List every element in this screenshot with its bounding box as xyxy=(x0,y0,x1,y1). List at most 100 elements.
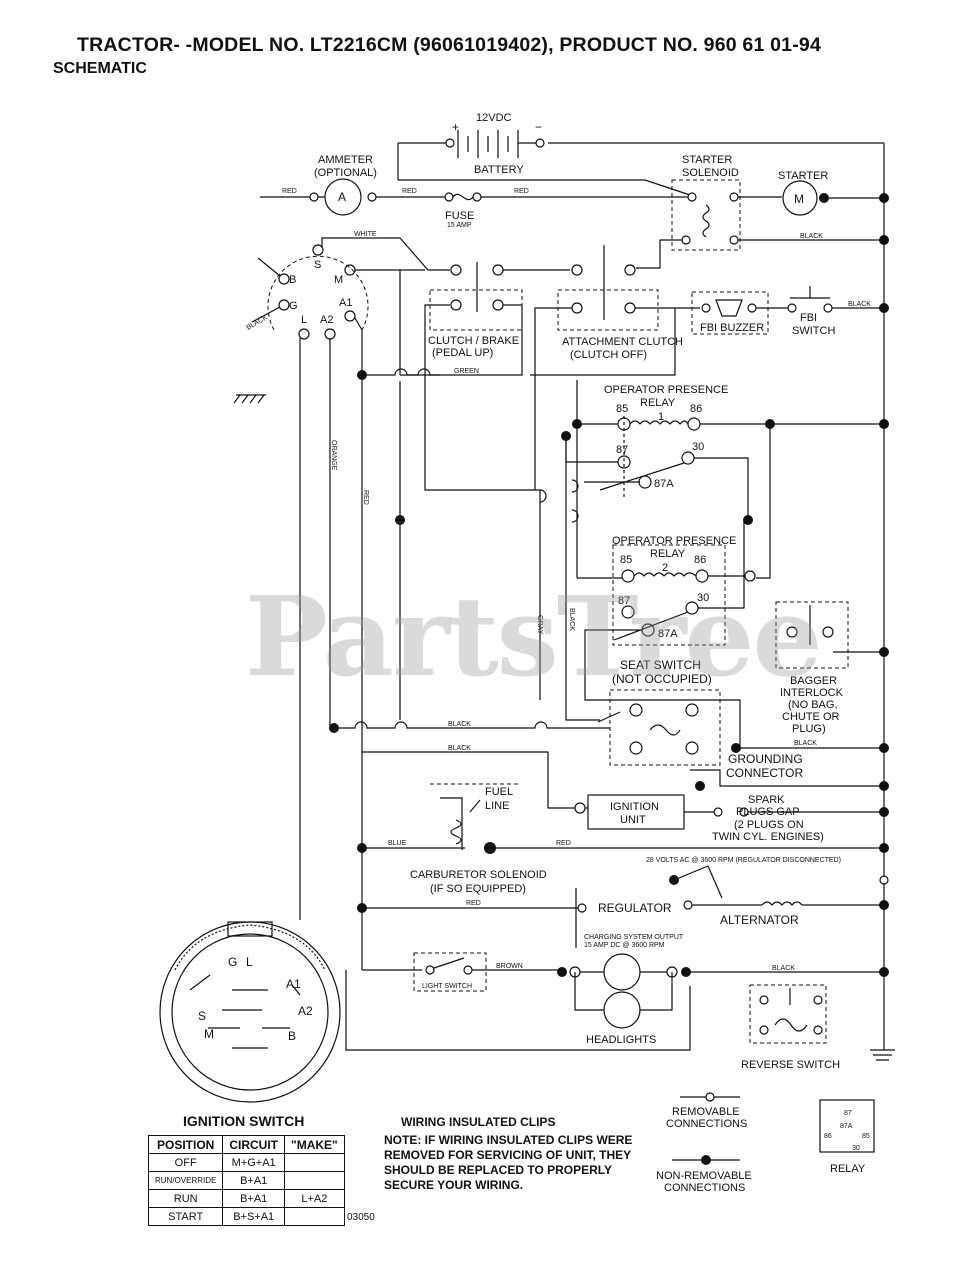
wire-green: GREEN xyxy=(454,368,479,375)
wire-red-3: RED xyxy=(514,188,529,195)
fuse-label: FUSE xyxy=(445,210,474,222)
legend: REMOVABLE CONNECTIONS NON-REMOVABLE CONN… xyxy=(656,1092,875,1194)
light-switch-label: LIGHT SWITCH xyxy=(422,983,472,990)
left-junctions xyxy=(357,270,440,720)
fbi-switch-label-2: SWITCH xyxy=(792,325,835,337)
starter-solenoid: STARTER SOLENOID M STARTER BLACK xyxy=(636,154,889,269)
term-m: M xyxy=(334,274,343,286)
ignition-switch-title: IGNITION SWITCH xyxy=(183,1113,305,1129)
relay2-num: 2 xyxy=(662,562,668,574)
ground-bus xyxy=(548,142,895,1061)
legend-relay-86: 86 xyxy=(824,1133,832,1140)
relay1-title-1: OPERATOR PRESENCE xyxy=(604,384,728,396)
battery-minus: − xyxy=(535,120,542,134)
relay2-pin-30: 30 xyxy=(697,592,709,604)
cell: L+A2 xyxy=(284,1189,345,1208)
cell: START xyxy=(147,1207,224,1226)
bagger-label-5: PLUG) xyxy=(792,723,826,735)
wire-black-1: BLACK xyxy=(800,233,823,240)
carb-label-2: (IF SO EQUIPPED) xyxy=(430,883,526,895)
ignition-switch-face: G L A1 A2 S M B xyxy=(159,921,341,1103)
volts-note: 28 VOLTS AC @ 3600 RPM (REGULATOR DISCON… xyxy=(646,857,841,864)
relay1-pin-87a: 87A xyxy=(654,478,674,490)
spark-label-3: (2 PLUGS ON xyxy=(734,819,804,831)
ignition-position-table: POSITION CIRCUIT "MAKE" OFF M+G+A1 RUN/O… xyxy=(147,1135,345,1226)
cell: B+A1 xyxy=(222,1189,286,1208)
clutch-brake-switch: CLUTCH / BRAKE (PEDAL UP) GREEN xyxy=(400,262,570,491)
legend-relay-label: RELAY xyxy=(830,1163,866,1175)
ammeter-symbol: A xyxy=(338,190,346,204)
wire-black-bagger: BLACK xyxy=(794,740,817,747)
watermark: PartsTree xyxy=(245,572,823,701)
bagger-interlock: BAGGER INTERLOCK (NO BAG, CHUTE OR PLUG)… xyxy=(731,601,889,753)
table-row: RUN/OVERRIDE B+A1 xyxy=(147,1171,345,1190)
wire-white: WHITE xyxy=(354,231,377,238)
fuse-rating: 15 AMP xyxy=(447,222,472,229)
battery-plus: + xyxy=(452,120,459,134)
fuel-line-label-1: FUEL xyxy=(485,786,513,798)
ammeter-note: (OPTIONAL) xyxy=(314,167,377,179)
clips-title: WIRING INSULATED CLIPS xyxy=(401,1115,556,1129)
fbi-switch-label-1: FBI xyxy=(800,312,817,324)
term-g: G xyxy=(289,300,298,312)
spark-label-2: PLUGS GAP xyxy=(736,806,800,818)
cell: M+G+A1 xyxy=(222,1153,286,1172)
legend-relay-30: 30 xyxy=(852,1145,860,1152)
wire-gray: GRAY xyxy=(536,615,543,635)
term-a2: A2 xyxy=(320,314,333,326)
battery-label: BATTERY xyxy=(474,164,524,176)
black-wires: BLACK BLACK GROUNDING CONNECTOR xyxy=(329,721,889,809)
ammeter-label: AMMETER xyxy=(318,154,373,166)
face-a2: A2 xyxy=(298,1004,313,1018)
wire-black-3: BLACK xyxy=(448,745,471,752)
legend-nonremovable-1: NON-REMOVABLE xyxy=(656,1170,752,1182)
spark-label-4: TWIN CYL. ENGINES) xyxy=(712,831,824,843)
relay2-title-1: OPERATOR PRESENCE xyxy=(612,535,736,547)
relay2-pin-87a: 87A xyxy=(658,628,678,640)
bagger-label-2: INTERLOCK xyxy=(780,687,844,699)
legend-nonremovable-2: CONNECTIONS xyxy=(664,1182,745,1194)
relay1-pin-30: 30 xyxy=(692,441,704,453)
face-m: M xyxy=(204,1027,214,1041)
clutch-label-2: (PEDAL UP) xyxy=(432,347,493,359)
relay2-title-2: RELAY xyxy=(650,548,686,560)
bagger-label-3: (NO BAG, xyxy=(788,699,838,711)
wire-red-1: RED xyxy=(282,188,297,195)
carburetor-solenoid: FUEL LINE BLUE RED CARBURETOR SOLENOID (… xyxy=(357,783,889,895)
charging-label-2: 15 AMP DC @ 3600 RPM xyxy=(584,942,665,949)
face-l: L xyxy=(246,955,253,969)
solenoid-label-2: SOLENOID xyxy=(682,167,739,179)
regulator-alternator: 28 VOLTS AC @ 3600 RPM (REGULATOR DISCON… xyxy=(357,857,889,949)
relay1-pin-87: 87 xyxy=(616,444,628,456)
cell: B+A1 xyxy=(222,1171,286,1190)
cell: B+S+A1 xyxy=(222,1207,286,1226)
spark-label-1: SPARK xyxy=(748,794,785,806)
wire-brown: BROWN xyxy=(496,963,523,970)
wire-black-fbi: BLACK xyxy=(848,301,871,308)
wire-red-carb: RED xyxy=(556,840,571,847)
battery: + − 12VDC BATTERY xyxy=(397,112,691,196)
relay2-pin-85: 85 xyxy=(620,554,632,566)
relay2-pin-86: 86 xyxy=(694,554,706,566)
charging-label-1: CHARGING SYSTEM OUTPUT xyxy=(584,934,684,941)
clips-note: NOTE: IF WIRING INSULATED CLIPS WERE REM… xyxy=(384,1133,633,1192)
cell: RUN/OVERRIDE xyxy=(147,1171,224,1190)
face-a1: A1 xyxy=(286,977,301,991)
headlights-label: HEADLIGHTS xyxy=(586,1034,656,1046)
term-s: S xyxy=(314,259,321,271)
wire-black-lights: BLACK xyxy=(772,965,795,972)
cell: RUN xyxy=(147,1189,224,1208)
relay1-title-2: RELAY xyxy=(640,397,676,409)
legend-removable-1: REMOVABLE xyxy=(672,1106,740,1118)
relay2-pin-87: 87 xyxy=(618,595,630,607)
wire-blue: BLUE xyxy=(388,840,407,847)
face-g: G xyxy=(228,955,237,969)
legend-relay-87: 87 xyxy=(844,1110,852,1117)
document-number: 03050 xyxy=(347,1212,375,1223)
reverse-switch: REVERSE SWITCH xyxy=(741,984,840,1071)
table-row: RUN B+A1 L+A2 xyxy=(147,1189,345,1208)
carb-label-1: CARBURETOR SOLENOID xyxy=(410,869,547,881)
col-position: POSITION xyxy=(147,1135,224,1154)
